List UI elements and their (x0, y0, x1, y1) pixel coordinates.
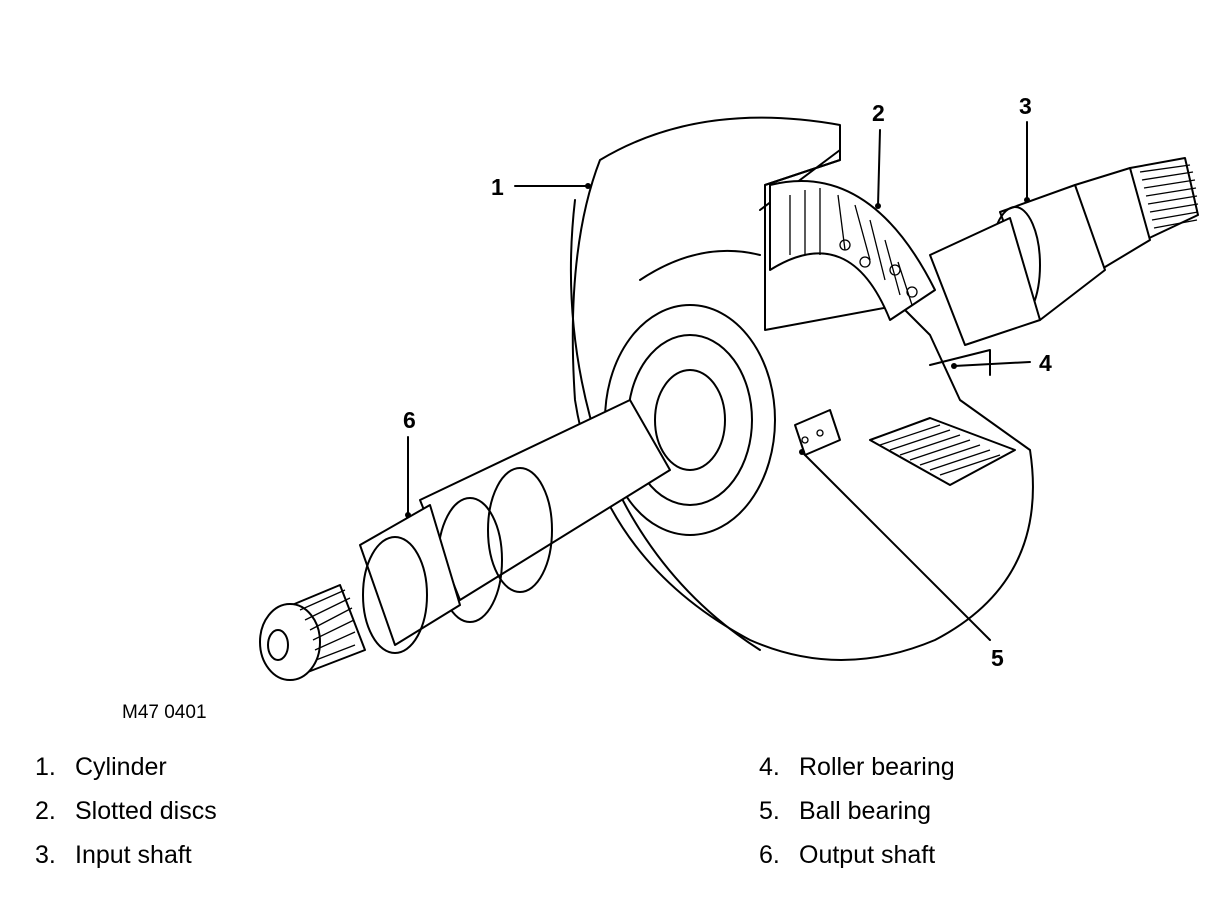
legend-item-cylinder: 1. Cylinder (35, 755, 167, 780)
legend-number: 5. (759, 797, 780, 825)
legend-item-input-shaft: 3. Input shaft (35, 843, 192, 868)
legend-label: Input shaft (75, 841, 192, 869)
legend-number: 3. (35, 841, 56, 869)
callout-leaders (405, 121, 1031, 641)
input-shaft (929, 157, 1199, 346)
callout-5: 5 (991, 645, 1004, 671)
callout-6: 6 (403, 407, 416, 433)
viscous-coupling-illustration (259, 116, 1199, 681)
legend-number: 4. (759, 753, 780, 781)
roller-bearing (869, 349, 1016, 486)
slotted-discs (769, 180, 936, 321)
legend-item-slotted-discs: 2. Slotted discs (35, 799, 217, 824)
legend-number: 1. (35, 753, 56, 781)
legend-label: Roller bearing (799, 753, 955, 781)
figure-code: M47 0401 (122, 702, 207, 723)
legend-label: Ball bearing (799, 797, 932, 825)
callout-2: 2 (872, 100, 885, 126)
legend-label: Slotted discs (75, 797, 217, 825)
legend-number: 6. (759, 841, 780, 869)
callout-3: 3 (1019, 93, 1032, 119)
legend-label: Cylinder (75, 753, 167, 781)
legend-item-output-shaft: 6. Output shaft (759, 843, 935, 868)
legend-label: Output shaft (799, 841, 936, 869)
callout-1: 1 (491, 174, 504, 200)
ball-bearing (794, 409, 841, 456)
legend-item-roller-bearing: 4. Roller bearing (759, 755, 955, 780)
callout-4: 4 (1039, 350, 1052, 376)
output-shaft (259, 304, 776, 681)
legend-number: 2. (35, 797, 56, 825)
legend-item-ball-bearing: 5. Ball bearing (759, 799, 931, 824)
